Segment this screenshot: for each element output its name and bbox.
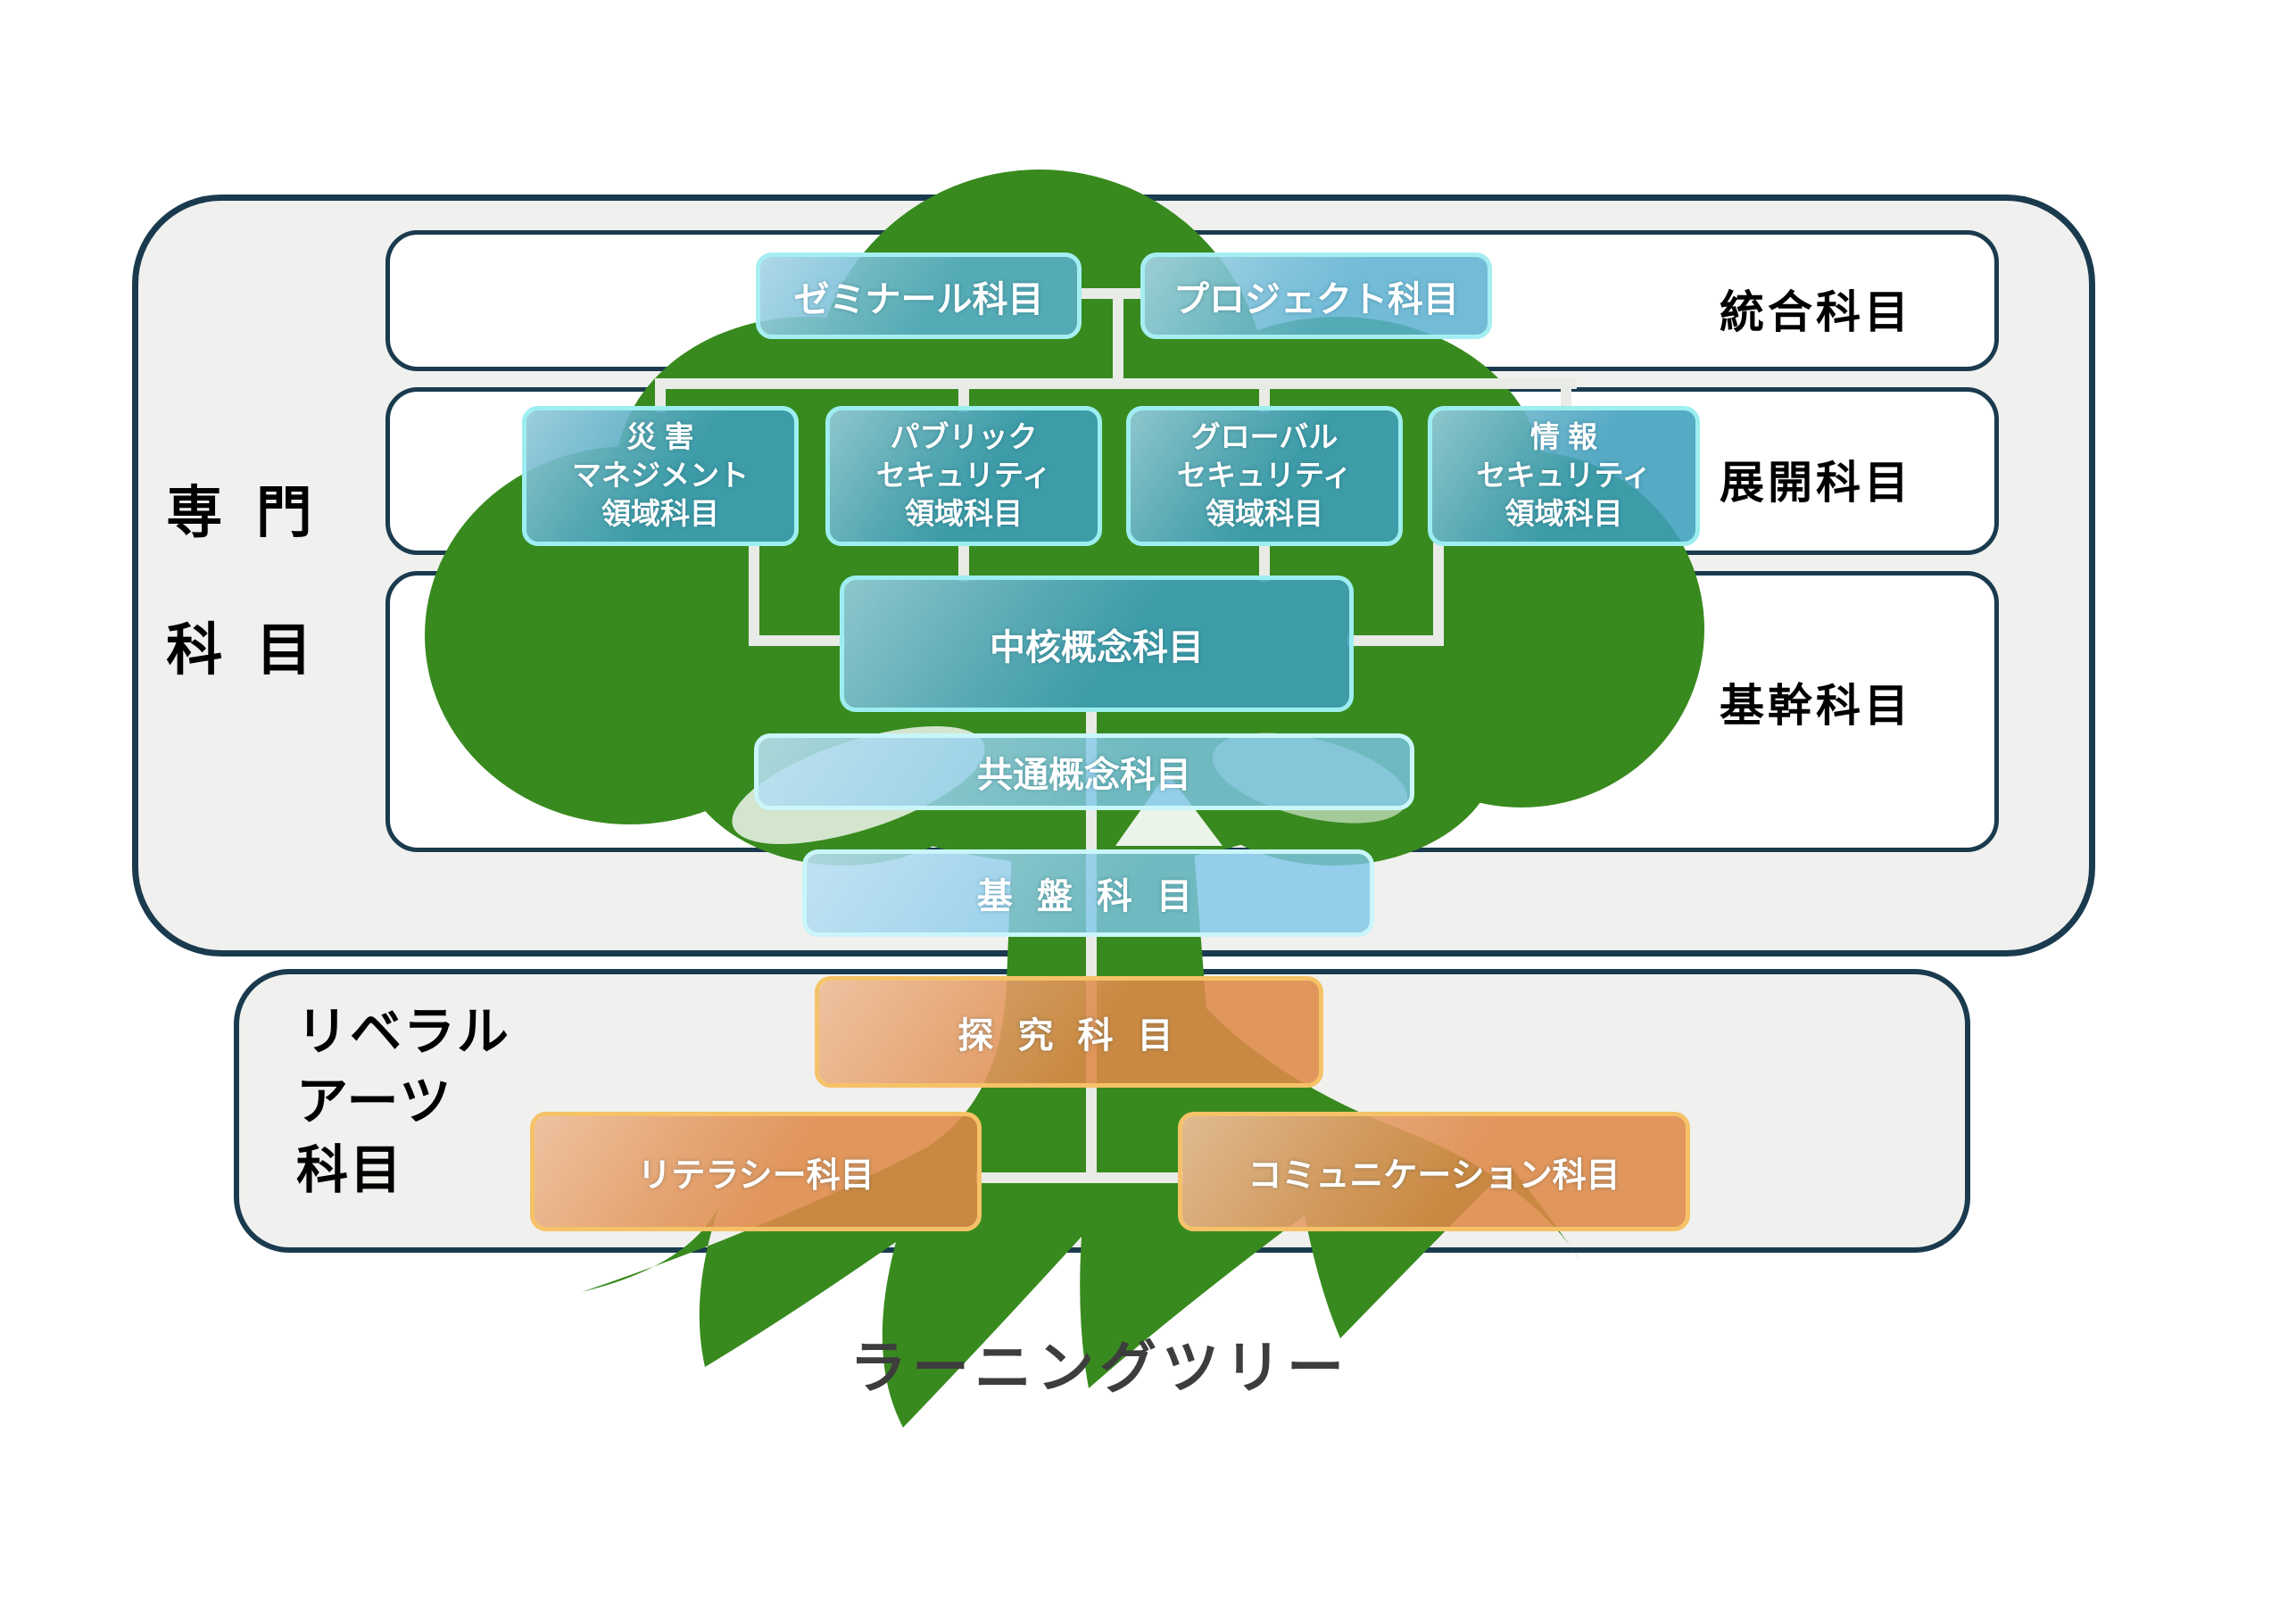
- connector-disaster-elbow-vertical: [749, 542, 759, 646]
- connector-info-elbow-vertical: [1433, 542, 1444, 646]
- connector-top-vertical: [1113, 294, 1123, 387]
- liberal-arts-label: リベラル アーツ 科目: [296, 1003, 511, 1200]
- connector-global-to-core: [1259, 542, 1270, 582]
- connector-literacy-communication: [976, 1172, 1183, 1183]
- node-info-security: 情 報 セキュリティ 領域科目: [1428, 406, 1700, 546]
- diagram-caption: ラーニングツリー: [850, 1336, 1349, 1400]
- node-communication: コミュニケーション科目: [1178, 1112, 1690, 1231]
- row-label-integrated: 統合科目: [1720, 287, 1912, 337]
- node-literacy: リテラシー科目: [530, 1112, 982, 1231]
- node-global-security: グローバル セキュリティ 領域科目: [1126, 406, 1403, 546]
- node-core-concept: 中核概念科目: [840, 576, 1354, 712]
- node-common-concept: 共通概念科目: [754, 733, 1414, 810]
- connector-drop-disaster: [655, 384, 666, 412]
- row-label-core: 基幹科目: [1720, 681, 1912, 731]
- connector-seminar-project: [1082, 288, 1140, 299]
- row-label-development: 展開科目: [1720, 458, 1912, 508]
- node-inquiry: 探 究 科 目: [815, 976, 1323, 1088]
- connector-drop-info: [1561, 384, 1571, 412]
- node-foundation: 基 盤 科 目: [802, 849, 1374, 937]
- node-public-security: パブリック セキュリティ 領域科目: [825, 406, 1102, 546]
- connector-drop-public: [958, 384, 969, 412]
- node-disaster-management: 災 害 マネジメント 領域科目: [522, 406, 799, 546]
- node-seminar-subjects: ゼミナール科目: [756, 253, 1082, 339]
- node-project-subjects: プロジェクト科目: [1140, 253, 1492, 339]
- connector-development-bar: [655, 378, 1577, 389]
- specialized-label-line2: 科 目: [166, 619, 321, 682]
- connector-info-elbow-horizontal: [1347, 635, 1444, 646]
- connector-drop-global: [1259, 384, 1270, 412]
- connector-disaster-elbow-horizontal: [749, 635, 845, 646]
- connector-public-to-core: [958, 542, 969, 582]
- specialized-label-line1: 専 門: [166, 482, 321, 544]
